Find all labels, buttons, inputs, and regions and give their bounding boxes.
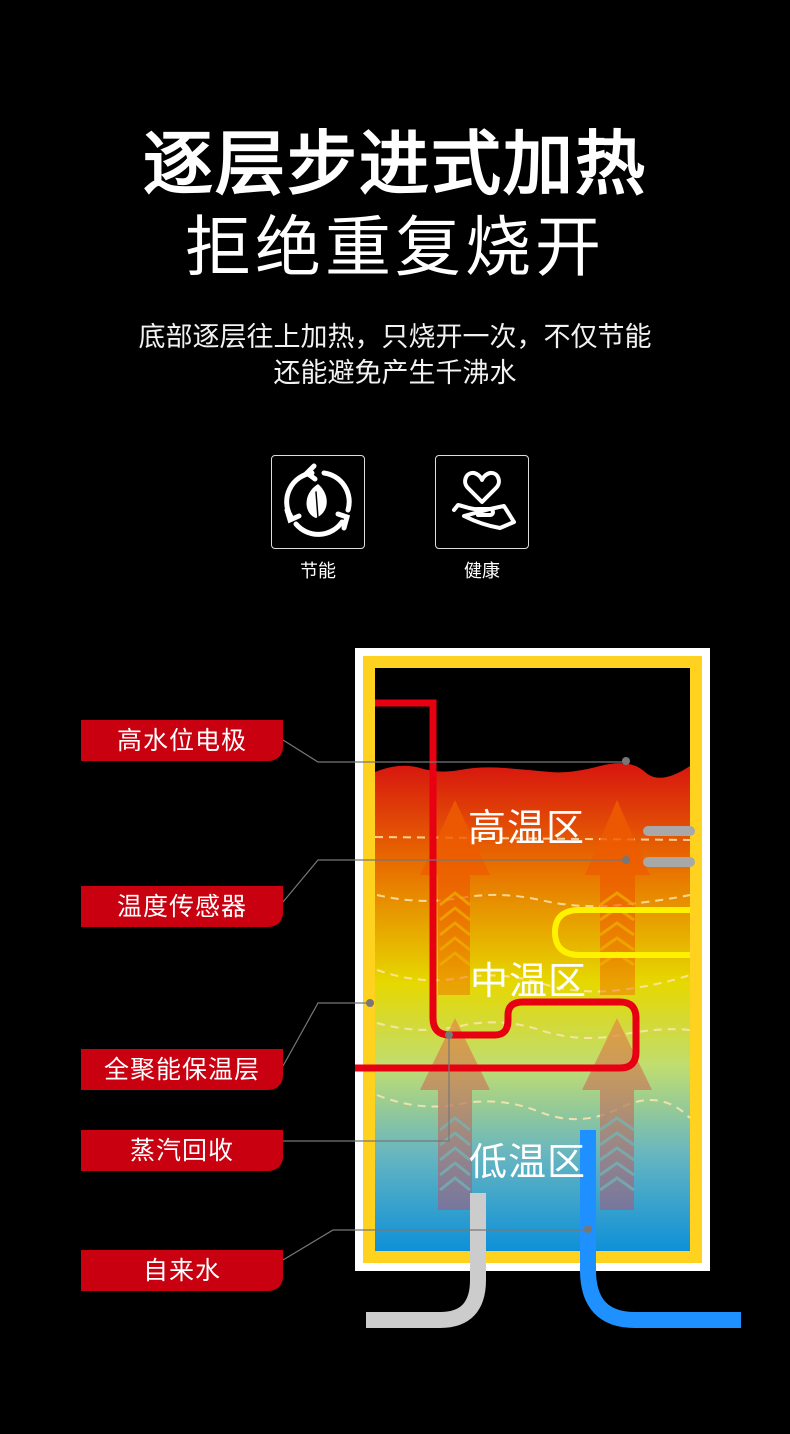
leader-steam-recovery [283,1035,450,1142]
callout-steam-recovery: 蒸汽回收 [81,1130,283,1171]
description: 底部逐层往上加热，只烧开一次，不仅节能 还能避免产生千沸水 [0,320,790,392]
red-heating-pipe [355,699,640,1072]
leader-high-water-electrode [282,739,626,763]
callout-tap-water: 自来水 [81,1250,283,1291]
leader-tap-water [282,1229,588,1261]
feature-healthy: 健康 [435,455,529,583]
feature-label: 健康 [464,561,500,582]
leader-temperature-sensor [282,859,626,903]
feature-label: 节能 [300,561,336,582]
zone-label-high: 高温区 [468,806,586,850]
heart-hand-icon [435,455,529,549]
page-subtitle: 拒绝重复烧开 [185,209,605,286]
zone-label-mid: 中温区 [470,959,588,1003]
feature-energy-saving: 节能 [271,455,365,583]
leader-insulation-layer [282,1002,370,1067]
description-line-1: 底部逐层往上加热，只烧开一次，不仅节能 [138,322,652,353]
leaf-recycle-icon [271,455,365,549]
cold-water-pipe [580,1130,741,1328]
page-title: 逐层步进式加热 [143,123,647,205]
yellow-heating-pipe [551,907,690,958]
callout-temperature-sensor: 温度传感器 [81,886,283,927]
callout-high-water-electrode: 高水位电极 [81,720,283,761]
callout-insulation-layer: 全聚能保温层 [81,1049,283,1090]
zone-label-low: 低温区 [469,1140,587,1184]
steam-return-pipe [366,1193,486,1328]
description-line-2: 还能避免产生千沸水 [273,358,517,389]
